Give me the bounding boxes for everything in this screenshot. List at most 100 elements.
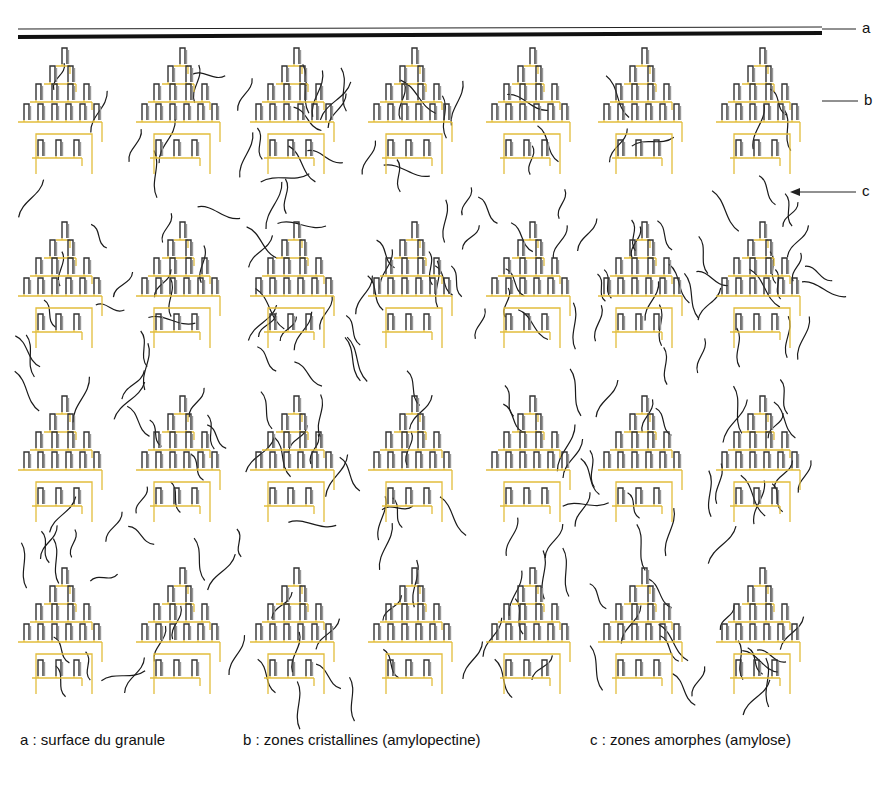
double-helix xyxy=(506,452,511,468)
double-helix xyxy=(80,104,85,120)
double-helix xyxy=(524,488,529,504)
double-helix xyxy=(180,662,181,676)
double-helix xyxy=(622,86,623,100)
branch-line xyxy=(777,640,778,642)
branch-line xyxy=(276,258,308,266)
amylose-chain xyxy=(91,224,107,248)
branch-line xyxy=(65,120,66,122)
amylose-chain xyxy=(320,296,333,330)
double-helix xyxy=(156,660,161,676)
amylose-chain xyxy=(125,658,145,693)
double-helix xyxy=(268,604,273,620)
double-helix xyxy=(416,278,421,294)
double-helix xyxy=(42,260,43,274)
double-helix xyxy=(604,452,609,468)
branch-line xyxy=(325,120,326,122)
branch-line xyxy=(267,274,268,276)
double-helix xyxy=(30,454,31,468)
branch-line xyxy=(23,294,24,296)
amylose-chain xyxy=(692,666,705,696)
branch-line xyxy=(267,448,268,450)
branch-line xyxy=(659,640,660,642)
double-helix xyxy=(394,280,395,294)
double-helix xyxy=(778,490,779,504)
amylose-chain xyxy=(368,276,384,310)
double-helix xyxy=(74,434,75,448)
amylose-chain xyxy=(797,317,809,360)
double-helix xyxy=(792,624,797,640)
double-helix xyxy=(94,104,99,120)
amylose-chain xyxy=(341,68,346,111)
amylose-chain xyxy=(340,457,360,491)
branch-line xyxy=(523,504,524,506)
branch-line xyxy=(641,238,642,240)
branch-line xyxy=(141,468,142,470)
double-helix xyxy=(772,434,773,448)
branch-line xyxy=(49,82,50,84)
branch-line xyxy=(380,622,442,630)
double-helix xyxy=(756,260,757,274)
branch-line xyxy=(67,448,68,450)
double-helix xyxy=(276,280,277,294)
double-helix xyxy=(304,454,305,468)
branch-line xyxy=(617,504,618,506)
double-helix xyxy=(492,452,497,468)
double-helix xyxy=(618,660,623,676)
double-helix xyxy=(750,452,755,468)
branch-line xyxy=(153,448,154,450)
double-helix xyxy=(74,260,75,274)
branch-line xyxy=(179,412,180,414)
double-helix xyxy=(542,606,543,620)
branch-line xyxy=(297,294,298,296)
branch-line xyxy=(533,468,534,470)
double-helix xyxy=(94,624,99,640)
double-helix xyxy=(58,434,59,448)
branch-line xyxy=(615,274,616,276)
double-helix xyxy=(294,662,295,676)
double-helix xyxy=(636,588,637,602)
branch-line xyxy=(629,82,630,84)
double-helix xyxy=(558,434,559,448)
double-helix xyxy=(268,258,273,274)
branch-line xyxy=(37,504,38,506)
double-helix xyxy=(548,278,553,294)
double-helix xyxy=(208,606,209,620)
branch-line xyxy=(763,468,764,470)
branch-line xyxy=(67,100,68,102)
double-helix xyxy=(312,104,317,120)
branch-line xyxy=(486,296,570,316)
double-helix xyxy=(492,278,497,294)
double-helix xyxy=(386,84,391,100)
branch-line xyxy=(519,274,520,276)
double-helix xyxy=(788,260,789,274)
branch-line xyxy=(631,620,632,622)
branch-line xyxy=(173,330,174,332)
branch-line xyxy=(730,506,780,514)
branch-line xyxy=(429,294,430,296)
double-helix xyxy=(186,224,187,238)
double-helix xyxy=(642,568,647,584)
double-helix xyxy=(72,106,73,120)
branch-line xyxy=(781,448,782,450)
branch-line xyxy=(283,468,284,470)
branch-line xyxy=(617,330,618,332)
double-helix xyxy=(536,224,537,238)
double-helix xyxy=(68,84,73,100)
double-helix xyxy=(760,142,761,156)
double-helix xyxy=(756,606,757,620)
double-helix xyxy=(300,258,305,274)
double-helix xyxy=(184,624,189,640)
double-helix xyxy=(306,242,307,256)
branch-line xyxy=(417,448,418,450)
double-helix xyxy=(66,452,71,468)
branch-line xyxy=(262,102,324,110)
double-helix xyxy=(276,106,277,120)
branch-line xyxy=(405,676,406,678)
double-helix xyxy=(756,86,757,100)
amylose-chain xyxy=(207,425,226,449)
branch-line xyxy=(749,640,750,642)
amylose-chain xyxy=(194,538,205,580)
branch-line xyxy=(35,448,36,450)
double-helix xyxy=(170,432,175,448)
branch-line xyxy=(735,330,736,332)
